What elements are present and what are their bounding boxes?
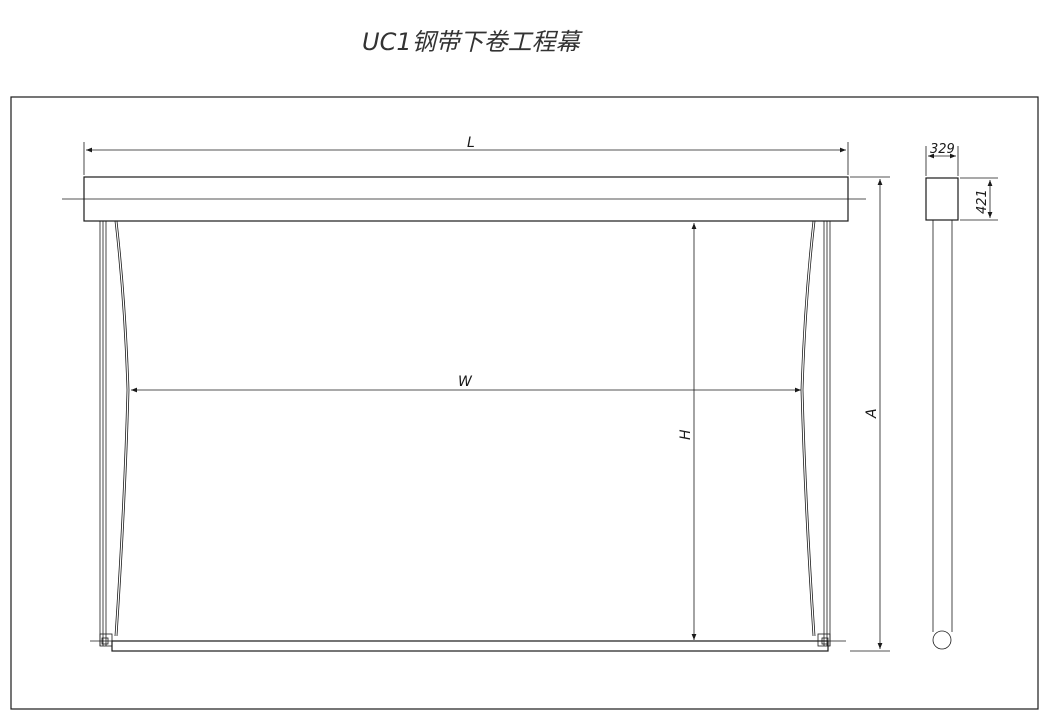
dimension-l: L bbox=[83, 135, 849, 175]
label-w: W bbox=[458, 374, 473, 390]
dimension-a: A bbox=[850, 176, 890, 652]
dimension-side-width: 329 bbox=[925, 142, 959, 176]
drawing-frame bbox=[10, 96, 1039, 710]
label-side-height: 421 bbox=[975, 189, 990, 214]
dimension-side-height: 421 bbox=[960, 177, 998, 221]
label-l: L bbox=[467, 135, 475, 151]
label-h: H bbox=[678, 429, 694, 440]
left-side-rail bbox=[99, 220, 130, 647]
side-view bbox=[925, 177, 959, 650]
label-side-width: 329 bbox=[930, 142, 955, 157]
bottom-bar bbox=[90, 640, 846, 652]
drawing-title: UC1钢带下卷工程幕 bbox=[362, 28, 584, 56]
top-case bbox=[62, 176, 866, 222]
label-a: A bbox=[864, 408, 880, 419]
dimension-w: W bbox=[131, 374, 801, 393]
right-side-rail bbox=[800, 220, 831, 647]
dimension-h: H bbox=[678, 223, 697, 640]
